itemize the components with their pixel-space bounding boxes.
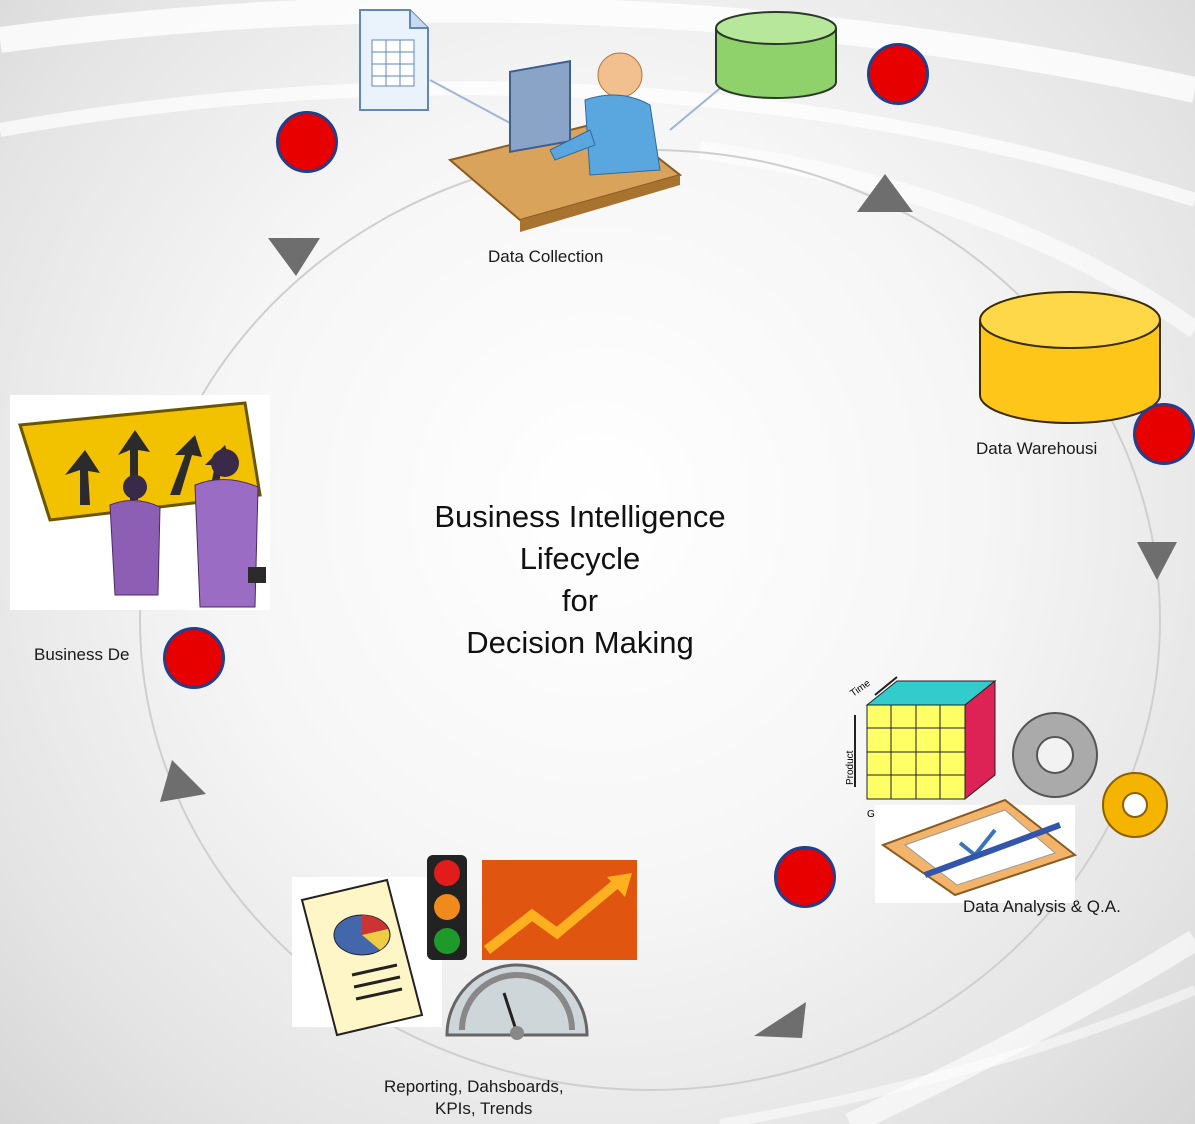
cycle-arrow-4 [160,760,206,802]
computer-user-icon [447,52,683,232]
cube-label-product: Product [845,750,856,785]
diagram-title: Business Intelligence Lifecycle for Deci… [430,496,730,664]
title-line-3: for [561,583,599,618]
marker-dot-4 [163,627,225,689]
traffic-light-icon [427,855,467,960]
label-business-decisions: Business De [34,645,130,664]
title-line-2: Lifecycle [519,541,641,576]
spreadsheet-icon [359,9,429,111]
title-line-1: Business Intelligence [434,499,726,534]
cube-label-time: Time [848,678,873,700]
label-data-analysis: Data Analysis & Q.A. [963,897,1121,916]
marker-dot-2 [867,43,929,105]
business-decisions-illustration [10,395,270,610]
cycle-arrow-1 [857,174,913,212]
cycle-arrow-2 [1137,542,1177,580]
gauge-icon [445,963,589,1040]
trend-chart-icon [482,860,637,960]
label-data-collection: Data Collection [488,247,604,266]
marker-dot-3 [1133,403,1195,465]
database-icon [979,291,1161,424]
data-cube-icon [854,676,997,814]
label-data-warehousing: Data Warehousi [976,439,1098,458]
data-collection-illustration [359,9,837,232]
marker-dot-1 [276,111,338,173]
database-icon [715,11,837,99]
label-reporting-line1: Reporting, Dahsboards, [384,1077,564,1096]
report-icon [300,878,424,1037]
cycle-arrow-3 [754,1002,806,1038]
gear-icon [1012,712,1168,838]
data-analysis-illustration: Time Product Geography [845,676,1168,903]
label-reporting-line2: KPIs, Trends [435,1099,533,1118]
businesspeople-icon [109,449,266,608]
marker-dot-5 [774,846,836,908]
reporting-illustration [292,855,637,1040]
title-line-4: Decision Making [466,625,694,660]
clipboard-icon [875,798,1078,903]
cycle-arrow-5 [268,238,320,276]
